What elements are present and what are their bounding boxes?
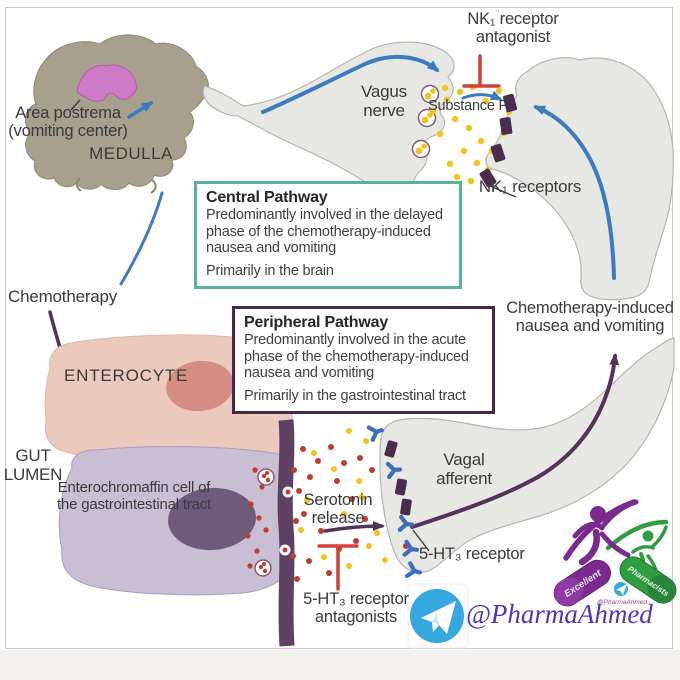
gut-lumen-label: GUT LUMEN bbox=[3, 446, 63, 484]
cinv-label: Chemotherapy-induced nausea and vomiting bbox=[506, 299, 674, 336]
blue-arrows bbox=[119, 54, 616, 286]
arrow-vagal-ascending bbox=[410, 353, 620, 529]
enterochromaffin-cell bbox=[58, 446, 294, 596]
area-postrema-label: Area postrema (vomiting center) bbox=[0, 104, 136, 140]
nk1-receptors-pointer-line bbox=[489, 185, 517, 198]
arrow-serotonin bbox=[323, 521, 385, 533]
chemotherapy-label: Chemotherapy bbox=[8, 287, 118, 306]
ht3-antagonists-label: 5-HT₃ receptor antagonists bbox=[303, 590, 409, 627]
telegram-icon bbox=[407, 583, 469, 649]
line-medulla-chemotherapy bbox=[119, 191, 164, 286]
page-margin bbox=[0, 650, 680, 680]
arrow-ascending-brain bbox=[533, 105, 616, 280]
vagal-membrane-receptor-icons bbox=[369, 424, 422, 579]
area-postrema-pointer-line bbox=[70, 99, 81, 111]
central-pathway-note: Primarily in the brain bbox=[206, 263, 334, 280]
arrow-area-postrema bbox=[127, 101, 154, 119]
ht3-receptor-label: 5-HT₃ receptor bbox=[419, 545, 525, 563]
vagal-afferent-label: Vagal afferent bbox=[436, 450, 492, 488]
serotonin-release-label: Serotonin release bbox=[303, 491, 373, 528]
inhibitor-t-icons bbox=[317, 54, 501, 591]
logo-handle-label: @PharmaAhmed bbox=[597, 599, 647, 606]
peripheral-pathway-note: Primarily in the gastrointestinal tract bbox=[244, 388, 466, 405]
logo-telegram-icon bbox=[613, 581, 629, 597]
central-pathway-box: Central Pathway Predominantly involved i… bbox=[194, 181, 462, 290]
ht3-antagonist-inhibitor-icon bbox=[317, 544, 359, 591]
enterochromaffin-label: Enterochromaffin cell of the gastrointes… bbox=[56, 479, 212, 513]
watermark-handle: @PharmaAhmed bbox=[466, 599, 653, 629]
cleft-yellow-dots bbox=[298, 428, 388, 569]
arrow-vagus-nerve bbox=[261, 54, 440, 114]
pointer-lines bbox=[412, 185, 517, 552]
nk1-receptor-icons bbox=[479, 93, 518, 188]
serotonin-vesicles bbox=[254, 468, 275, 577]
medulla-shape bbox=[24, 34, 209, 194]
peripheral-pathway-box: Peripheral Pathway Predominantly involve… bbox=[232, 306, 495, 415]
enterocyte-nucleus bbox=[166, 360, 234, 412]
arrow-substance-p bbox=[461, 90, 503, 101]
ht3-receptor-pointer-line bbox=[412, 529, 430, 552]
nk1-antagonist-label: NK₁ receptor antagonist bbox=[467, 10, 559, 47]
nk1-antagonist-inhibitor-icon bbox=[462, 54, 501, 88]
area-postrema-label-line1: Area postrema bbox=[15, 104, 121, 122]
pharma-logo: Excellent Pharmacists @PharmaAhmed bbox=[553, 499, 677, 607]
central-pathway-body: Predominantly involved in the delayed ph… bbox=[206, 207, 443, 257]
logo-figure-purple bbox=[572, 499, 639, 566]
nk1-receptors-label: NK₁ receptors bbox=[478, 177, 582, 196]
central-pathway-title: Central Pathway bbox=[206, 189, 328, 206]
peripheral-pathway-title: Peripheral Pathway bbox=[244, 314, 389, 331]
ec-nucleus bbox=[168, 487, 256, 551]
gut-membrane bbox=[277, 419, 295, 647]
enterocyte-label: ENTEROCYTE bbox=[64, 366, 189, 385]
area-postrema-label-line2: (vomiting center) bbox=[8, 122, 128, 141]
area-postrema-shape bbox=[76, 64, 138, 102]
logo-capsule-left: Excellent bbox=[553, 559, 611, 607]
serotonin-dots bbox=[245, 444, 409, 582]
substance-p-vesicles bbox=[411, 84, 440, 159]
membrane-release-pores bbox=[279, 486, 294, 556]
vagus-nerve-label: Vagus nerve bbox=[361, 82, 407, 120]
medulla-label: MEDULLA bbox=[89, 144, 173, 163]
peripheral-pathway-body: Predominantly involved in the acute phas… bbox=[244, 332, 469, 382]
brain-target-shape bbox=[485, 57, 674, 301]
enterocyte-cell bbox=[44, 334, 293, 468]
substance-p-label: Substance P bbox=[428, 98, 509, 114]
